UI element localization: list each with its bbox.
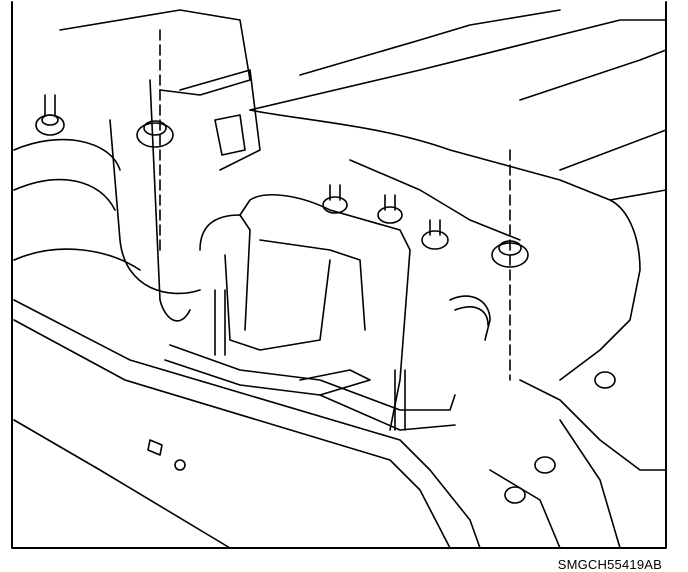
engine-cover	[249, 9, 667, 381]
frame-rail	[13, 299, 481, 549]
nut	[491, 240, 529, 268]
figure-reference-code: SMGCH55419AB	[557, 557, 662, 572]
nut	[377, 194, 403, 224]
engine-block-lower	[449, 295, 667, 549]
left-components	[13, 9, 261, 322]
nut	[504, 486, 526, 504]
nut	[594, 371, 616, 389]
nut	[421, 219, 449, 250]
engine-mount-bracket	[164, 194, 456, 431]
nut	[136, 120, 174, 148]
fasteners	[35, 29, 616, 504]
nut	[534, 456, 556, 474]
nut	[35, 94, 65, 136]
figure-frame	[11, 1, 667, 549]
nut	[322, 184, 348, 214]
